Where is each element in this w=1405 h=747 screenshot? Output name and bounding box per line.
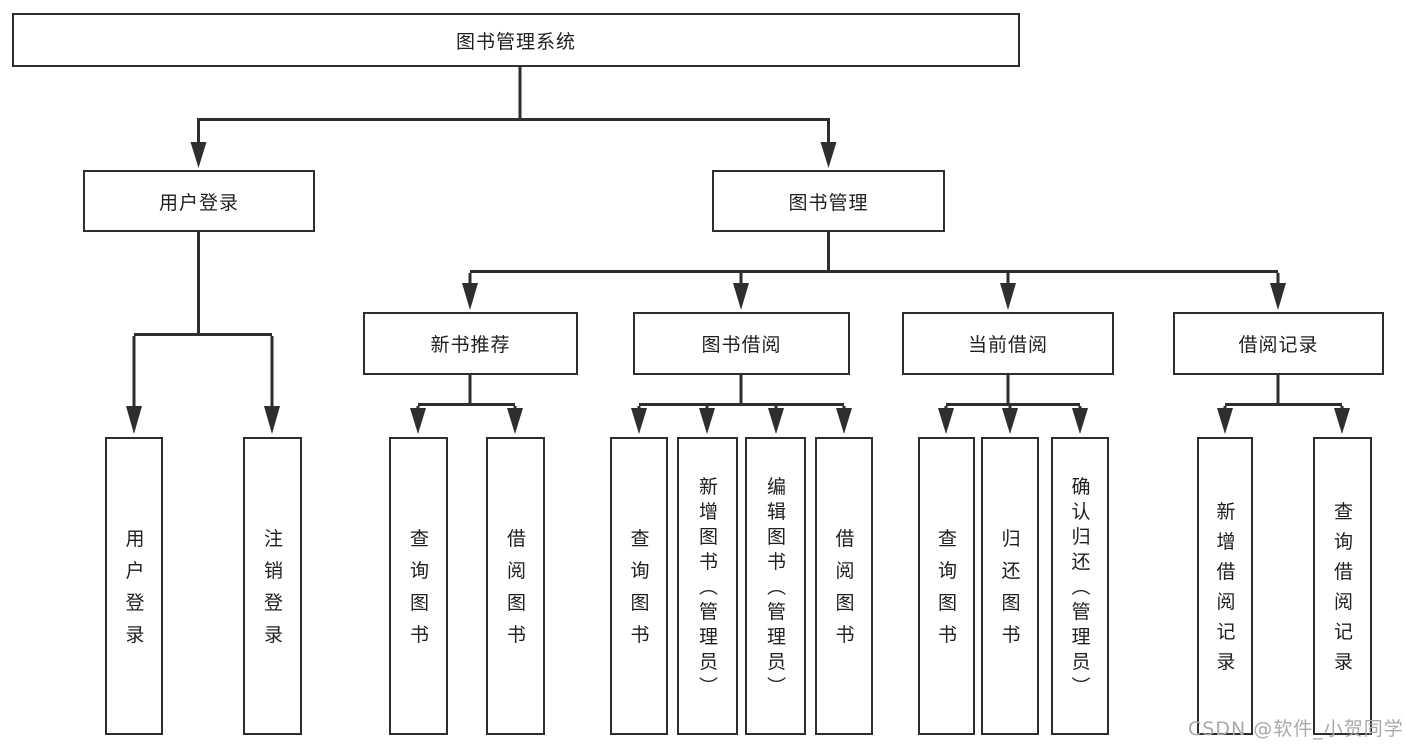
- leaf-query-borrow-record: 查询借阅记录: [1313, 437, 1372, 735]
- leaf-borrow-books-recommend-label: 借阅图书: [504, 528, 526, 657]
- node-book-borrowing-label: 图书借阅: [701, 334, 782, 356]
- node-user-login: 用户登录: [83, 170, 315, 232]
- node-root-system: 图书管理系统: [12, 13, 1020, 67]
- leaf-return-books-label: 归还图书: [998, 528, 1021, 657]
- leaf-user-login: 用户登录: [105, 437, 163, 735]
- leaf-query-books-borrowing: 查询图书: [610, 437, 668, 735]
- leaf-query-books-recommend: 查询图书: [389, 437, 448, 735]
- node-book-management-label: 图书管理: [788, 191, 869, 214]
- leaf-add-books-admin-label: 新增图书（管理员）: [696, 476, 718, 702]
- leaf-confirm-return-admin-label: 确认归还（管理员）: [1068, 476, 1091, 702]
- node-user-login-label: 用户登录: [158, 191, 239, 214]
- leaf-query-books-current-label: 查询图书: [935, 528, 957, 657]
- leaf-logout-login: 注销登录: [243, 437, 302, 735]
- leaf-borrow-books-label: 借阅图书: [832, 528, 855, 657]
- leaf-borrow-books: 借阅图书: [815, 437, 873, 735]
- node-new-book-recommend-label: 新书推荐: [430, 334, 511, 356]
- leaf-add-borrow-record: 新增借阅记录: [1197, 437, 1253, 735]
- leaf-edit-books-admin: 编辑图书（管理员）: [745, 437, 806, 735]
- leaf-query-borrow-record-label: 查询借阅记录: [1331, 501, 1353, 682]
- node-borrowing-records: 借阅记录: [1173, 312, 1384, 375]
- node-book-management: 图书管理: [712, 170, 945, 232]
- node-new-book-recommend: 新书推荐: [363, 312, 578, 375]
- leaf-logout-login-label: 注销登录: [261, 528, 283, 657]
- leaf-add-borrow-record-label: 新增借阅记录: [1213, 501, 1236, 682]
- csdn-watermark: CSDN @软件_小贺同学: [1188, 718, 1404, 740]
- leaf-user-login-label: 用户登录: [122, 528, 145, 657]
- leaf-edit-books-admin-label: 编辑图书（管理员）: [764, 476, 786, 702]
- node-current-borrowing-label: 当前借阅: [967, 334, 1048, 356]
- leaf-confirm-return-admin: 确认归还（管理员）: [1051, 437, 1109, 735]
- leaf-query-books-recommend-label: 查询图书: [407, 528, 429, 657]
- leaf-return-books: 归还图书: [981, 437, 1039, 735]
- leaf-borrow-books-recommend: 借阅图书: [486, 437, 545, 735]
- node-book-borrowing: 图书借阅: [633, 312, 850, 375]
- node-root-system-label: 图书管理系统: [455, 30, 576, 53]
- node-current-borrowing: 当前借阅: [902, 312, 1114, 375]
- node-borrowing-records-label: 借阅记录: [1238, 334, 1319, 356]
- leaf-add-books-admin: 新增图书（管理员）: [677, 437, 738, 735]
- leaf-query-books-current: 查询图书: [918, 437, 975, 735]
- leaf-query-books-borrowing-label: 查询图书: [627, 528, 650, 657]
